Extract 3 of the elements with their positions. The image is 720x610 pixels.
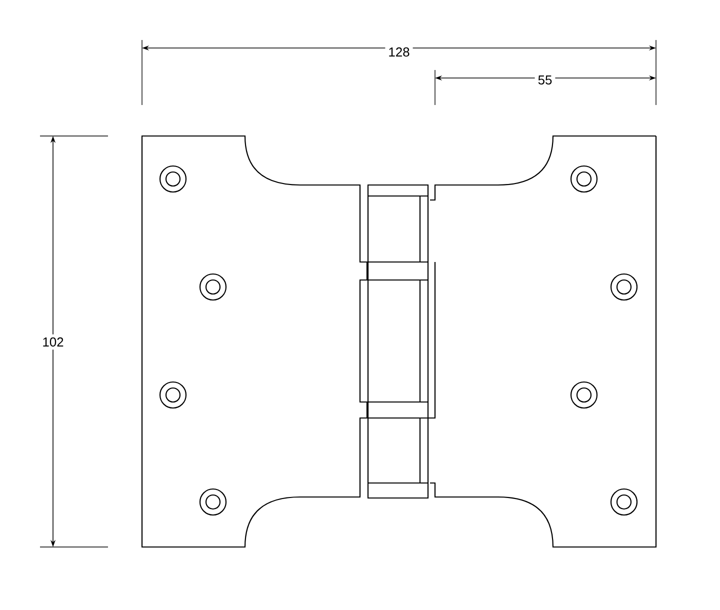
dimension-label: 102	[39, 334, 67, 350]
dimension-label: 128	[385, 44, 413, 60]
dimension-label: 55	[534, 72, 556, 88]
